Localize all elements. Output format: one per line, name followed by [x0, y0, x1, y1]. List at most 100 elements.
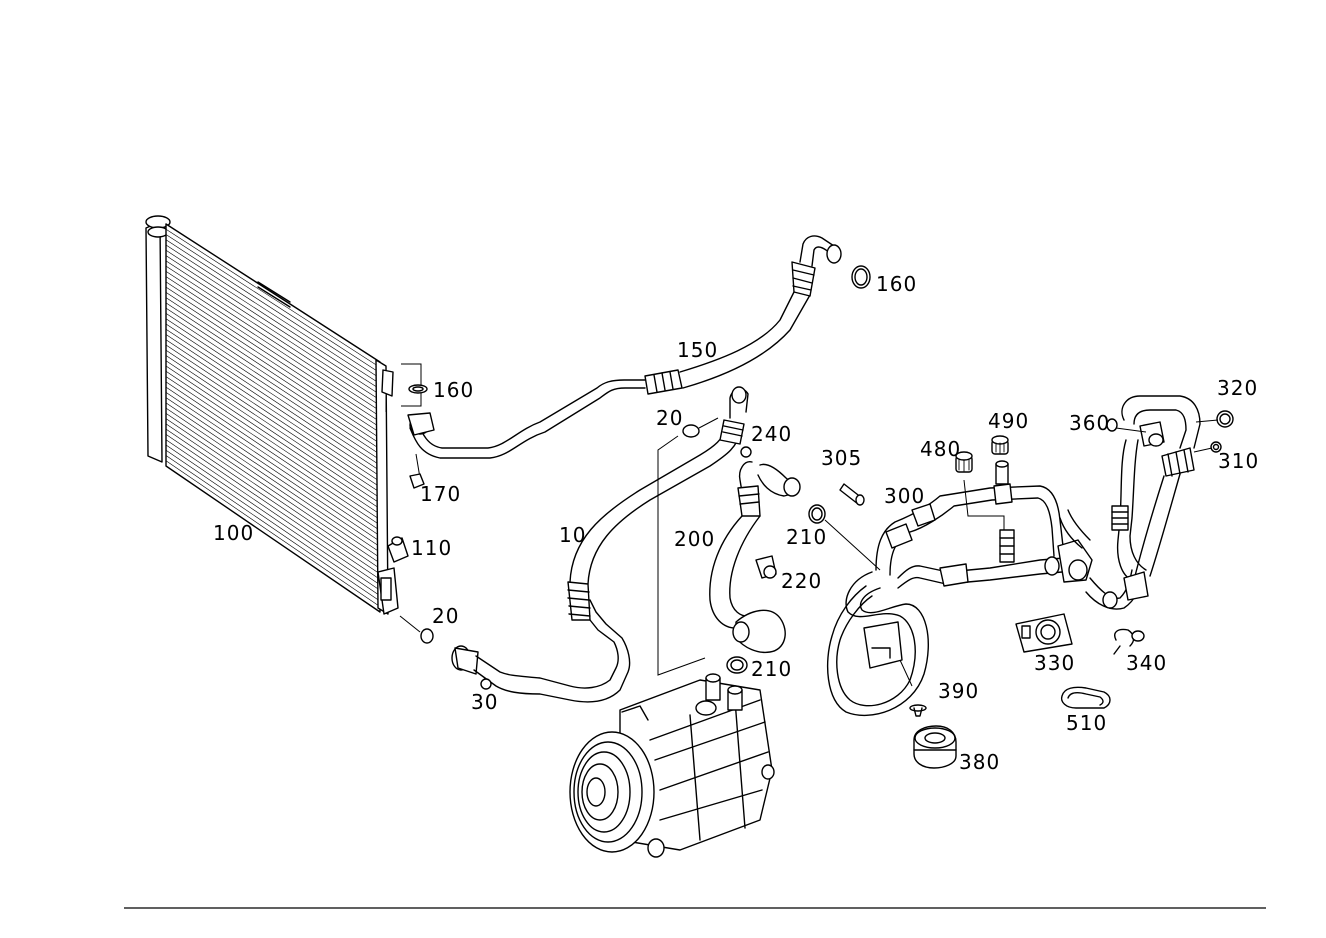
callout-160-left: 160 [433, 378, 474, 402]
condenser-fin-line [165, 402, 381, 548]
condenser-fin-line [165, 455, 381, 602]
condenser-fin-line [165, 302, 381, 444]
condenser-fin-line [165, 307, 381, 450]
seal-510 [1060, 686, 1111, 709]
cap-490 [991, 435, 1009, 455]
callout-330: 330 [1034, 651, 1075, 675]
condenser-fin-line [165, 281, 381, 423]
condenser-fin-line [165, 271, 381, 412]
condenser-fin-line [165, 397, 381, 542]
leader-20-compressor [657, 435, 706, 676]
condenser-fin-line [165, 460, 381, 607]
condenser-fin-line [165, 365, 381, 509]
condenser-fin-line [165, 350, 381, 493]
cap-480 [955, 451, 973, 473]
callout-320: 320 [1217, 376, 1258, 400]
condenser-fin-line [165, 371, 381, 515]
callout-210-upper: 210 [786, 525, 827, 549]
callout-210-lower: 210 [751, 657, 792, 681]
o-ring-240 [740, 446, 752, 458]
condenser-fin-line [165, 392, 381, 537]
condenser-fin-line [165, 328, 381, 471]
condenser-fin-line [165, 339, 381, 482]
callout-390: 390 [938, 679, 979, 703]
callout-10: 10 [559, 523, 586, 547]
condenser-fin-line [165, 323, 381, 466]
callout-150: 150 [677, 338, 718, 362]
refrigerant-line-320 [1111, 395, 1219, 601]
condenser-fin-line [165, 234, 381, 374]
condenser-fin-line [165, 360, 381, 504]
condenser-fin-line [165, 255, 381, 395]
condenser-fin-line [165, 244, 381, 384]
o-ring-210-lower [726, 656, 748, 674]
refrigerant-line-300 [824, 460, 1143, 716]
condenser-fin-line [165, 286, 381, 428]
refrigerant-line-200 [709, 461, 801, 654]
condenser-fin-line [165, 439, 381, 586]
o-ring-160-top [851, 265, 871, 289]
valve-cap-360 [1106, 418, 1118, 432]
valve-220 [755, 555, 777, 579]
refrigerant-line-150 [407, 235, 842, 459]
condenser-fin-line [165, 444, 381, 591]
callout-20-lower: 20 [432, 604, 459, 628]
condenser-fin-line [165, 386, 381, 531]
callout-310: 310 [1218, 449, 1259, 473]
condenser-fin-line [165, 334, 381, 477]
clip-340 [1113, 628, 1145, 655]
condenser-fin-line [165, 265, 381, 406]
pressure-sensor-110 [387, 536, 409, 563]
condenser-fin-line [165, 376, 381, 520]
condenser-fin-line [165, 418, 381, 564]
o-ring-310 [1210, 441, 1222, 453]
callout-360: 360 [1069, 411, 1110, 435]
condenser-fin-line [165, 313, 381, 455]
callout-340: 340 [1126, 651, 1167, 675]
callout-20-upper: 20 [656, 406, 683, 430]
condenser-fin-line [165, 434, 381, 580]
nut-170 [409, 453, 425, 489]
condenser-fin-line [165, 428, 381, 575]
condenser-fin-line [165, 423, 381, 569]
condenser-fin-line [165, 260, 381, 401]
callout-170: 170 [420, 482, 461, 506]
condenser-fins [165, 229, 381, 607]
callout-490: 490 [988, 409, 1029, 433]
callout-510: 510 [1066, 711, 1107, 735]
callout-220: 220 [781, 569, 822, 593]
condenser-fin-line [165, 239, 381, 379]
callout-305: 305 [821, 446, 862, 470]
condenser-fin-line [165, 250, 381, 390]
callout-380: 380 [959, 750, 1000, 774]
condenser-fin-line [165, 344, 381, 488]
mount-380 [913, 725, 957, 769]
o-ring-320 [1216, 410, 1234, 428]
condenser-fin-line [165, 276, 381, 417]
condenser-fin-line [165, 297, 381, 439]
callout-200: 200 [674, 527, 715, 551]
condenser-upper-fitting [381, 363, 428, 412]
callout-240: 240 [751, 422, 792, 446]
o-ring-210-upper [808, 504, 826, 524]
grommet-390 [909, 704, 927, 717]
condenser-fin-line [165, 381, 381, 526]
refrigerant-line-10 [399, 386, 749, 703]
condenser-fin-line [165, 407, 381, 553]
bracket-330 [1015, 613, 1073, 653]
condenser-100 [145, 215, 399, 615]
condenser-fin-line [165, 292, 381, 433]
condenser-fin-line [165, 355, 381, 499]
valve-core-305 [839, 483, 865, 506]
callout-100: 100 [213, 521, 254, 545]
condenser-fin-line [165, 449, 381, 596]
callout-300: 300 [884, 484, 925, 508]
callout-480: 480 [920, 437, 961, 461]
callout-30: 30 [471, 690, 498, 714]
condenser-fin-line [165, 229, 381, 368]
callout-110: 110 [411, 536, 452, 560]
callout-160-top: 160 [876, 272, 917, 296]
condenser-fin-line [165, 413, 381, 558]
condenser-fin-line [165, 318, 381, 461]
